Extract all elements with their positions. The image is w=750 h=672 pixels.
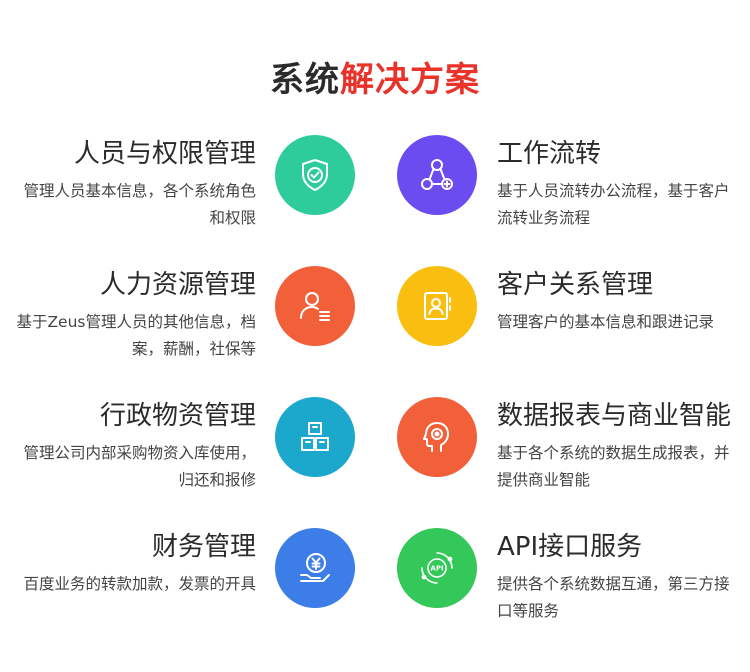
page-title: 系统解决方案 bbox=[0, 52, 750, 101]
shield-check-icon bbox=[275, 135, 355, 215]
feature-title: 行政物资管理 bbox=[99, 401, 256, 431]
feature-description: 基于各个系统的数据生成报表，并提供商业智能 bbox=[497, 444, 730, 489]
feature-description: 提供各个系统数据互通，第三方接口等服务 bbox=[497, 575, 730, 620]
feature-admin-supplies: 行政物资管理 管理公司内部采购物资入库使用，归还和报修 bbox=[16, 401, 256, 494]
boxes-icon bbox=[275, 397, 355, 477]
feature-hr: 人力资源管理 基于Zeus管理人员的其他信息，档案，薪酬，社保等 bbox=[16, 270, 256, 363]
feature-title: 客户关系管理 bbox=[497, 270, 654, 300]
feature-workflow: 工作流转 基于人员流转办公流程，基于客户流转业务流程 bbox=[497, 139, 737, 232]
feature-api: API接口服务 提供各个系统数据互通，第三方接口等服务 bbox=[497, 532, 737, 625]
feature-data-bi: 数据报表与商业智能 基于各个系统的数据生成报表，并提供商业智能 bbox=[497, 401, 737, 494]
feature-title: 数据报表与商业智能 bbox=[497, 401, 732, 431]
feature-title: 财务管理 bbox=[151, 532, 256, 562]
svg-text:API: API bbox=[430, 565, 443, 573]
feature-description: 管理客户的基本信息和跟进记录 bbox=[497, 313, 715, 331]
feature-finance: 财务管理 百度业务的转款加款，发票的开具 bbox=[16, 532, 256, 598]
brain-head-icon bbox=[397, 397, 477, 477]
title-part-red: 解决方案 bbox=[340, 60, 480, 100]
yen-hand-icon bbox=[275, 528, 355, 608]
workflow-nodes-icon bbox=[397, 135, 477, 215]
feature-crm: 客户关系管理 管理客户的基本信息和跟进记录 bbox=[497, 270, 737, 336]
feature-description: 基于人员流转办公流程，基于客户流转业务流程 bbox=[497, 182, 730, 227]
user-list-icon bbox=[275, 266, 355, 346]
title-part-dark: 系统 bbox=[270, 60, 340, 100]
feature-personnel-permissions: 人员与权限管理 管理人员基本信息，各个系统角色和权限 bbox=[16, 139, 256, 232]
feature-title: 人员与权限管理 bbox=[73, 139, 256, 169]
api-globe-icon: API bbox=[397, 528, 477, 608]
feature-description: 基于Zeus管理人员的其他信息，档案，薪酬，社保等 bbox=[16, 313, 256, 358]
feature-title: 人力资源管理 bbox=[99, 270, 256, 300]
feature-title: 工作流转 bbox=[497, 139, 602, 169]
feature-description: 管理公司内部采购物资入库使用，归还和报修 bbox=[23, 444, 256, 489]
contact-card-icon bbox=[397, 266, 477, 346]
feature-description: 百度业务的转款加款，发票的开具 bbox=[23, 575, 256, 593]
feature-description: 管理人员基本信息，各个系统角色和权限 bbox=[23, 182, 256, 227]
feature-title: API接口服务 bbox=[497, 532, 643, 562]
